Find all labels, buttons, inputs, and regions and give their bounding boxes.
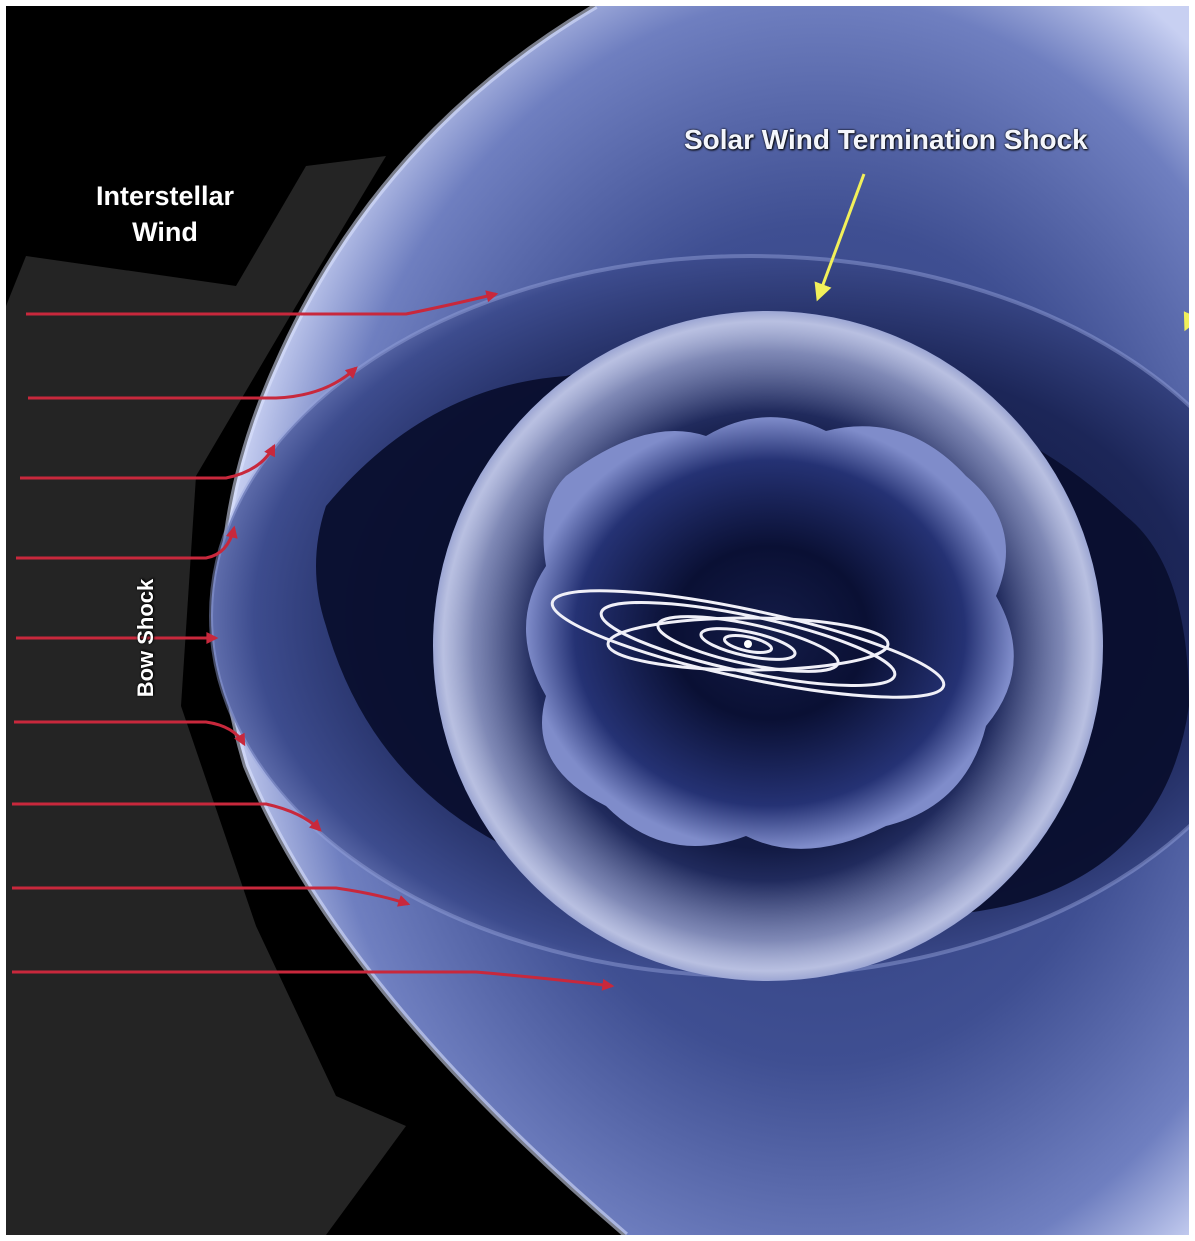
sun bbox=[744, 640, 752, 648]
interstellar-wind-label-line2: Wind bbox=[96, 214, 234, 250]
interstellar-wind-label: Interstellar Wind bbox=[96, 178, 234, 250]
bow-shock-label: Bow Shock bbox=[133, 579, 159, 698]
termination-shock-label: Solar Wind Termination Shock bbox=[684, 124, 1088, 156]
interstellar-wind-label-line1: Interstellar bbox=[96, 178, 234, 214]
diagram-frame: Interstellar Wind Solar Wind Termination… bbox=[6, 6, 1189, 1235]
termination-core bbox=[526, 417, 1014, 849]
